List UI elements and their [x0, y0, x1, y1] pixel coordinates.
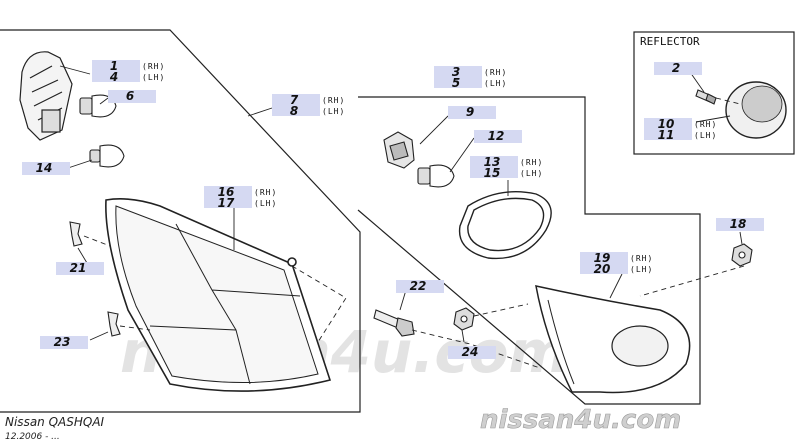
callout-highlight	[108, 90, 156, 103]
callout-highlight	[272, 94, 320, 116]
callout-highlight	[580, 252, 628, 274]
callout-highlight	[434, 66, 482, 88]
callout-highlight	[56, 262, 104, 275]
callout-number: 3	[452, 65, 460, 79]
callout-number: 14	[36, 161, 53, 175]
callout-side-label: (LH)	[484, 79, 507, 88]
callout-22: 22	[396, 279, 444, 293]
callout-number: 17	[218, 196, 235, 210]
callout-number: 4	[109, 70, 118, 84]
callout-highlight	[474, 130, 522, 143]
callout-number: 6	[126, 89, 134, 103]
bulb-12	[417, 164, 455, 188]
callout-number: 7	[290, 93, 299, 107]
callout-24: 24	[448, 345, 496, 359]
callout-21: 21	[56, 261, 104, 275]
nut-18	[731, 243, 753, 267]
callout-side-label: (LH)	[630, 265, 653, 274]
leader-lines	[59, 65, 743, 343]
callout-number: 10	[658, 117, 675, 131]
callout-number: 13	[484, 155, 501, 169]
callout-side-label: (LH)	[520, 169, 543, 178]
callout-23: 23	[40, 335, 88, 349]
callout-side-label: (RH)	[484, 68, 507, 77]
assembly-dashes	[83, 97, 745, 369]
callout-16: 16 (RH) 17 (LH)	[204, 185, 277, 210]
reflector-box	[633, 31, 795, 155]
nut-24	[453, 307, 475, 331]
callout-highlight	[448, 106, 496, 119]
screw-2	[695, 89, 717, 105]
callout-12: 12	[474, 129, 522, 143]
lamp-socket-housing	[19, 51, 73, 141]
callout-side-label: (RH)	[142, 62, 165, 71]
callout-10: 10 (RH) 11 (LH)	[644, 117, 717, 142]
tail-lamp-lens	[105, 198, 332, 392]
callout-3: 3 (RH) 5 (LH)	[434, 65, 507, 90]
callout-2: 2	[654, 61, 702, 75]
callout-highlight	[204, 186, 252, 208]
callout-number: 11	[658, 128, 675, 142]
callout-highlight	[40, 336, 88, 349]
callout-number: 22	[410, 279, 427, 293]
callout-number: 15	[484, 166, 501, 180]
middle-group-border	[357, 96, 701, 405]
callout-side-label: (RH)	[520, 158, 543, 167]
callout-highlight	[654, 62, 702, 75]
callout-highlight	[92, 60, 140, 82]
reflector-title: REFLECTOR	[640, 35, 700, 48]
callout-highlight	[470, 156, 518, 178]
finisher-19	[535, 285, 691, 394]
callout-14: 14	[22, 161, 70, 175]
callout-side-label: (LH)	[254, 199, 277, 208]
callout-number: 9	[466, 105, 474, 119]
clip-21	[69, 221, 83, 247]
callout-side-label: (RH)	[254, 188, 277, 197]
callout-side-label: (LH)	[322, 107, 345, 116]
clip-23	[107, 311, 121, 337]
callout-side-label: (RH)	[694, 120, 717, 129]
left-group-border	[0, 29, 361, 413]
callout-side-label: (RH)	[630, 254, 653, 263]
callout-number: 8	[290, 104, 298, 118]
callout-number: 1	[110, 59, 118, 73]
callout-18: 18	[716, 217, 764, 231]
callout-19: 19 (RH) 20 (LH)	[580, 251, 653, 276]
callout-side-label: (LH)	[694, 131, 717, 140]
footer-date: 12.2006 - ...	[5, 432, 60, 442]
callout-13: 13 (RH) 15 (LH)	[470, 155, 543, 180]
callout-9: 9	[448, 105, 496, 119]
callout-1: 1 (RH) 4 (LH)	[92, 59, 165, 84]
callout-number: 20	[594, 262, 611, 276]
callout-number: 23	[54, 335, 71, 349]
bulb-14	[89, 144, 125, 168]
callout-number: 2	[672, 61, 680, 75]
callout-highlight	[644, 118, 692, 140]
gasket-13	[458, 191, 552, 260]
footer-site: nissan4u.com	[480, 405, 681, 435]
callout-number: 5	[452, 76, 460, 90]
callout-highlight	[716, 218, 764, 231]
callout-number: 12	[488, 129, 505, 143]
callout-side-label: (RH)	[322, 96, 345, 105]
callout-number: 19	[594, 251, 611, 265]
callout-number: 18	[730, 217, 747, 231]
socket-9	[383, 131, 415, 169]
callout-number: 24	[462, 345, 479, 359]
callout-layer: 1(RH)4(LH)6147(RH)8(LH)16(RH)17(LH)21233…	[22, 59, 764, 359]
reflector-lens	[725, 81, 787, 139]
callout-highlight	[22, 162, 70, 175]
footer-brand: Nissan QASHQAI	[5, 415, 105, 429]
callout-7: 7 (RH) 8 (LH)	[272, 93, 345, 118]
callout-highlight	[396, 280, 444, 293]
bolt-22	[373, 309, 415, 337]
callout-number: 16	[218, 185, 235, 199]
callout-highlight	[448, 346, 496, 359]
callout-side-label: (LH)	[142, 73, 165, 82]
callout-number: 21	[70, 261, 87, 275]
callout-6: 6	[108, 89, 156, 103]
